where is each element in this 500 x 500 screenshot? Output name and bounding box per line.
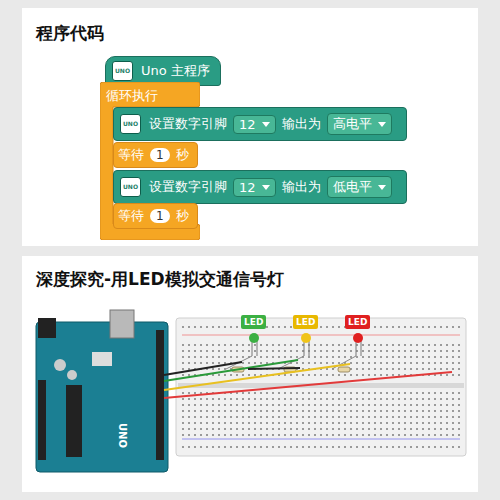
block-text: Uno 主程序 (141, 62, 210, 80)
led-label: LED (244, 317, 263, 327)
dropdown: 12 (233, 115, 276, 134)
dropdown-arrow (262, 185, 270, 190)
block-text: 秒 (176, 146, 189, 164)
wait-number: 1 (150, 209, 170, 223)
led-tag: LED (345, 315, 370, 329)
pin-number: 12 (239, 180, 256, 195)
board-label: UNO (117, 423, 128, 448)
led-label: LED (296, 317, 315, 327)
block-text: 循环执行 (106, 87, 158, 105)
dropdown: 高电平 (327, 113, 392, 135)
set-pin-block: UNO 设置数字引脚 12 输出为高电平 (113, 107, 407, 141)
set-pin-block: UNO 设置数字引脚 12 输出为低电平 (113, 170, 407, 204)
block-text: 设置数字引脚 (149, 178, 227, 196)
wait-number: 1 (150, 148, 170, 162)
level-value: 高电平 (333, 115, 372, 133)
led-label: LED (348, 317, 367, 327)
wait-block: 等待 1秒 (113, 142, 198, 168)
led-tag: LED (293, 315, 318, 329)
dropdown-arrow (378, 185, 386, 190)
block-text: 输出为 (282, 115, 321, 133)
uno-icon: UNO (120, 177, 141, 197)
wait-block: 等待 1秒 (113, 203, 198, 229)
uno-icon: UNO (112, 61, 133, 81)
pin-number: 12 (239, 117, 256, 132)
dropdown-arrow (262, 122, 270, 127)
panel-heading: 程序代码 (36, 22, 104, 45)
block-text: 等待 (118, 146, 144, 164)
block-text: 秒 (176, 207, 189, 225)
panel-heading: 深度探究-用LED模拟交通信号灯 (36, 268, 284, 291)
led-tag: LED (241, 315, 266, 329)
dropdown-arrow (378, 122, 386, 127)
block-text: 等待 (118, 207, 144, 225)
loop-block: 循环执行UNO设置数字引脚12输出为高电平等待1秒UNO设置数字引脚12输出为低… (100, 82, 200, 240)
dropdown: 12 (233, 178, 276, 197)
block-text: 输出为 (282, 178, 321, 196)
level-value: 低电平 (333, 178, 372, 196)
uno-icon: UNO (120, 114, 141, 134)
dropdown: 低电平 (327, 176, 392, 198)
block-text: 设置数字引脚 (149, 115, 227, 133)
